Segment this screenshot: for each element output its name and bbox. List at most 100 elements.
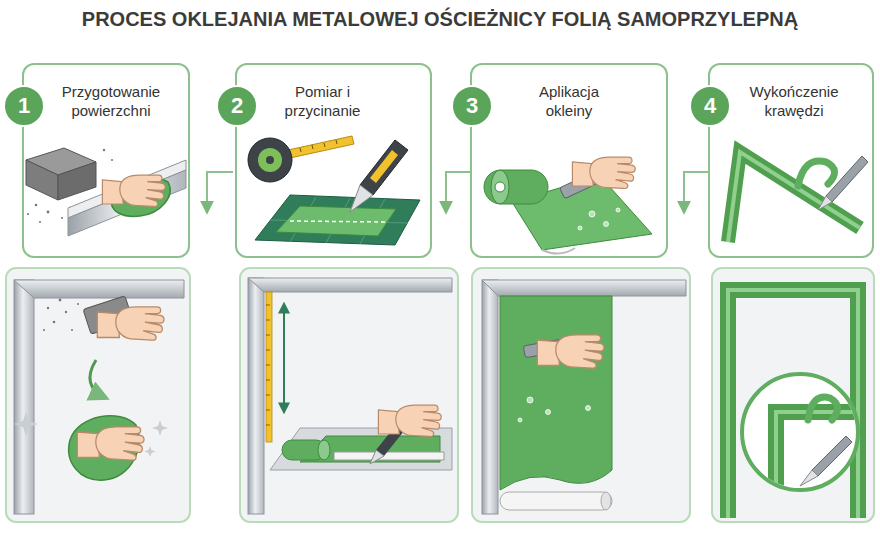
step-box: Aplikacja okleiny3 <box>470 63 668 258</box>
measuring-tape <box>266 305 270 306</box>
step-label: Przygotowanie powierzchni <box>46 83 176 121</box>
applied-film <box>601 492 611 510</box>
dust <box>111 159 113 161</box>
step-number-text: 3 <box>466 95 478 117</box>
dust <box>47 211 50 214</box>
sanding-block <box>58 162 96 200</box>
work-table <box>334 452 444 460</box>
cloth-hand <box>102 175 170 216</box>
step-number-text: 2 <box>231 95 243 117</box>
measuring-tape <box>266 380 270 381</box>
measuring-tape <box>266 335 270 336</box>
utility-knife <box>370 150 398 183</box>
cutting-mat <box>270 197 408 244</box>
cloth-hand <box>69 416 144 480</box>
magnifier <box>808 397 838 420</box>
scene-panel <box>6 268 874 522</box>
step-number: 4 <box>689 85 731 127</box>
dust <box>103 149 105 151</box>
bubble <box>546 410 551 415</box>
film-curl <box>798 161 835 186</box>
scene-panel <box>712 268 874 522</box>
utility-knife <box>350 185 373 212</box>
step-number-text: 4 <box>704 95 716 117</box>
applied-film <box>500 296 612 510</box>
tape-measure <box>288 136 354 158</box>
measuring-tape <box>266 305 270 425</box>
cutting-hand <box>370 450 384 464</box>
cloth-hand <box>102 175 165 206</box>
step-label: Wykończenie krawędzi <box>730 83 858 121</box>
scene-panel <box>240 268 458 522</box>
text-block: 2 <box>231 95 243 117</box>
measuring-tape <box>266 425 270 426</box>
magnifier <box>742 374 860 500</box>
film-roll <box>484 170 548 204</box>
craft-knife <box>818 156 868 210</box>
cutting-mat <box>276 206 396 236</box>
cutting-mat <box>255 195 420 245</box>
squeegee-hand <box>560 157 636 199</box>
magnifier <box>800 470 818 486</box>
dust <box>59 299 62 302</box>
step-number: 3 <box>451 85 493 127</box>
measuring-tape <box>266 320 270 321</box>
bubble <box>518 418 522 422</box>
green-frame-corner <box>728 152 860 242</box>
door-frame <box>14 280 184 514</box>
metal-profile <box>68 160 186 236</box>
tape-measure <box>324 143 325 147</box>
door-frame <box>14 280 184 298</box>
tape-measure <box>336 140 337 144</box>
metal-profile <box>68 160 186 218</box>
dust <box>47 307 49 309</box>
bubble <box>518 397 591 422</box>
dust <box>53 321 56 324</box>
measuring-tape <box>266 410 270 411</box>
work-table <box>318 440 330 460</box>
dust <box>71 329 73 331</box>
craft-knife <box>826 156 868 202</box>
diagram-title: PROCES OKLEJANIA METALOWEJ OŚCIEŻNICY FO… <box>82 8 798 31</box>
door-frame <box>482 280 498 514</box>
applied-film <box>500 492 612 510</box>
sanding-block <box>26 160 58 200</box>
squeegee-hand <box>523 335 604 368</box>
green-frame-corner <box>728 152 860 242</box>
sparkle <box>145 446 156 457</box>
magnifier <box>776 397 860 500</box>
cutting-mat <box>290 221 386 222</box>
tape-measure <box>248 136 354 182</box>
sparkle <box>152 420 168 436</box>
bubble <box>604 222 609 227</box>
magnifier <box>742 374 858 490</box>
measuring-tape <box>266 395 270 396</box>
cutting-mat <box>255 195 420 245</box>
sparkle <box>14 412 168 457</box>
door-frame <box>248 278 452 292</box>
sanding-hand <box>83 296 164 340</box>
cutting-hand <box>370 405 441 464</box>
measuring-tape <box>266 292 272 442</box>
squeegee-hand <box>537 335 604 368</box>
film-roll <box>491 170 509 204</box>
door-frame <box>482 280 686 514</box>
cutting-hand <box>378 405 441 436</box>
applied-film <box>500 296 612 490</box>
sanding-block <box>26 148 96 200</box>
flow-arrow <box>207 172 233 212</box>
squeegee-hand <box>572 157 635 188</box>
door-frame <box>248 278 264 514</box>
bubble <box>578 226 582 230</box>
flow-arrow <box>684 172 708 212</box>
dust <box>77 303 79 305</box>
step-box: Wykończenie krawędzi4 <box>708 63 874 258</box>
tape-measure <box>258 148 282 172</box>
step-number: 1 <box>3 85 45 127</box>
sanding-hand <box>97 307 164 340</box>
tape-measure <box>312 145 313 149</box>
measuring-tape <box>266 350 270 351</box>
dust <box>43 329 45 331</box>
